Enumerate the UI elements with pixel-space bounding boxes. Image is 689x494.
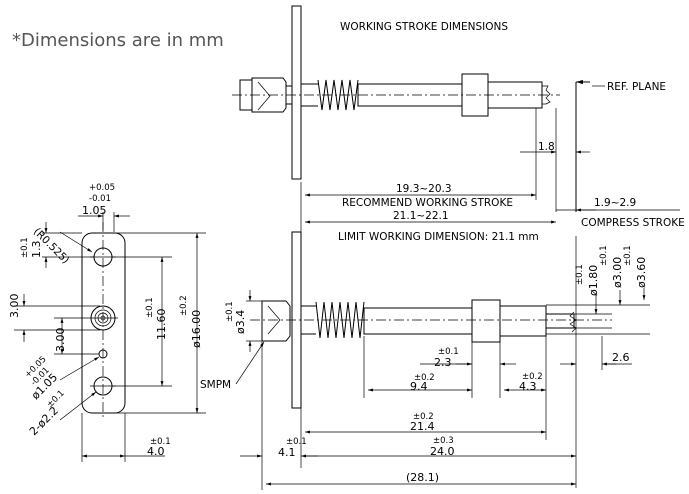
recommend-stroke-label: RECOMMEND WORKING STROKE xyxy=(342,197,513,209)
bottom-connector-view: SMPM ±0.1 ø3.4 ±0.1 ø1.80 ±0.1 ø3.00 ±0.… xyxy=(200,231,650,490)
tol-4-0: ±0.1 xyxy=(150,437,171,447)
dim-11-60: 11.60 xyxy=(155,309,168,341)
dim-3-60: ø3.60 xyxy=(635,257,648,288)
dim-21-4: 21.4 xyxy=(410,420,435,433)
smpm-label: SMPM xyxy=(200,379,231,391)
working-stroke-heading: WORKING STROKE DIMENSIONS xyxy=(340,21,508,33)
dim-4-3: 4.3 xyxy=(519,380,537,393)
dim-3-00-r: ø3.00 xyxy=(611,257,624,288)
tol-1-05-minus: -0.01 xyxy=(89,194,111,204)
tol-1-05-plus: +0.05 xyxy=(89,183,115,193)
flange-outline xyxy=(81,232,126,414)
dim-2-2: 2-ø2.2 xyxy=(27,404,61,438)
units-note: *Dimensions are in mm xyxy=(12,30,224,51)
tol-4-1: ±0.1 xyxy=(286,437,307,447)
top-flange-plate xyxy=(291,5,302,180)
dim-2-3: 2.3 xyxy=(434,356,452,369)
tol-4-3: ±0.2 xyxy=(522,372,543,382)
tol-21-4: ±0.2 xyxy=(413,412,434,422)
dim-4-1: 4.1 xyxy=(278,446,296,459)
limit-working-label: LIMIT WORKING DIMENSION: 21.1 mm xyxy=(338,231,539,243)
dim-19-3: 19.3~20.3 xyxy=(396,183,452,195)
tol-3-00-r: ±0.1 xyxy=(599,245,609,266)
dim-3-00-mid: 3.00 xyxy=(54,328,67,353)
dim-1-3: 1.3 xyxy=(30,241,43,259)
dim-3-4: ø3.4 xyxy=(234,310,247,334)
tol-16-00: ±0.2 xyxy=(179,295,189,316)
tol-1-3: ±0.1 xyxy=(20,237,30,258)
dim-21-1: 21.1~22.1 xyxy=(393,210,449,222)
tol-1-80: ±0.1 xyxy=(575,264,585,285)
ref-plane-label: REF. PLANE xyxy=(607,81,666,93)
tol-2-3: ±0.1 xyxy=(438,347,459,357)
dim-1-05: 1.05 xyxy=(82,204,107,217)
dim-9-4: 9.4 xyxy=(410,380,428,393)
dim-16-00: ø16.00 xyxy=(190,310,203,348)
dim-24-0: 24.0 xyxy=(430,445,455,458)
dim-28-1: (28.1) xyxy=(406,471,439,484)
dim-4-0: 4.0 xyxy=(147,445,165,458)
front-flange-view: +0.05 -0.01 1.05 (R0.525) ±0.1 1.3 3.00 … xyxy=(8,183,206,462)
tol-3-60: ±0.1 xyxy=(623,245,633,266)
top-connector-view: WORKING STROKE DIMENSIONS REF. PLANE 1.8 xyxy=(232,5,685,243)
tol-11-60: ±0.1 xyxy=(145,297,155,318)
dim-1-80: ø1.80 xyxy=(587,265,600,296)
tol-3-4: ±0.1 xyxy=(225,301,235,322)
compress-stroke-label: COMPRESS STROKE xyxy=(581,217,685,229)
dim-1-9: 1.9~2.9 xyxy=(594,197,636,209)
dim-1-8: 1.8 xyxy=(538,141,555,153)
tol-9-4: ±0.2 xyxy=(414,373,435,383)
tol-24-0: ±0.3 xyxy=(433,436,454,446)
dim-2-6: 2.6 xyxy=(612,351,630,364)
